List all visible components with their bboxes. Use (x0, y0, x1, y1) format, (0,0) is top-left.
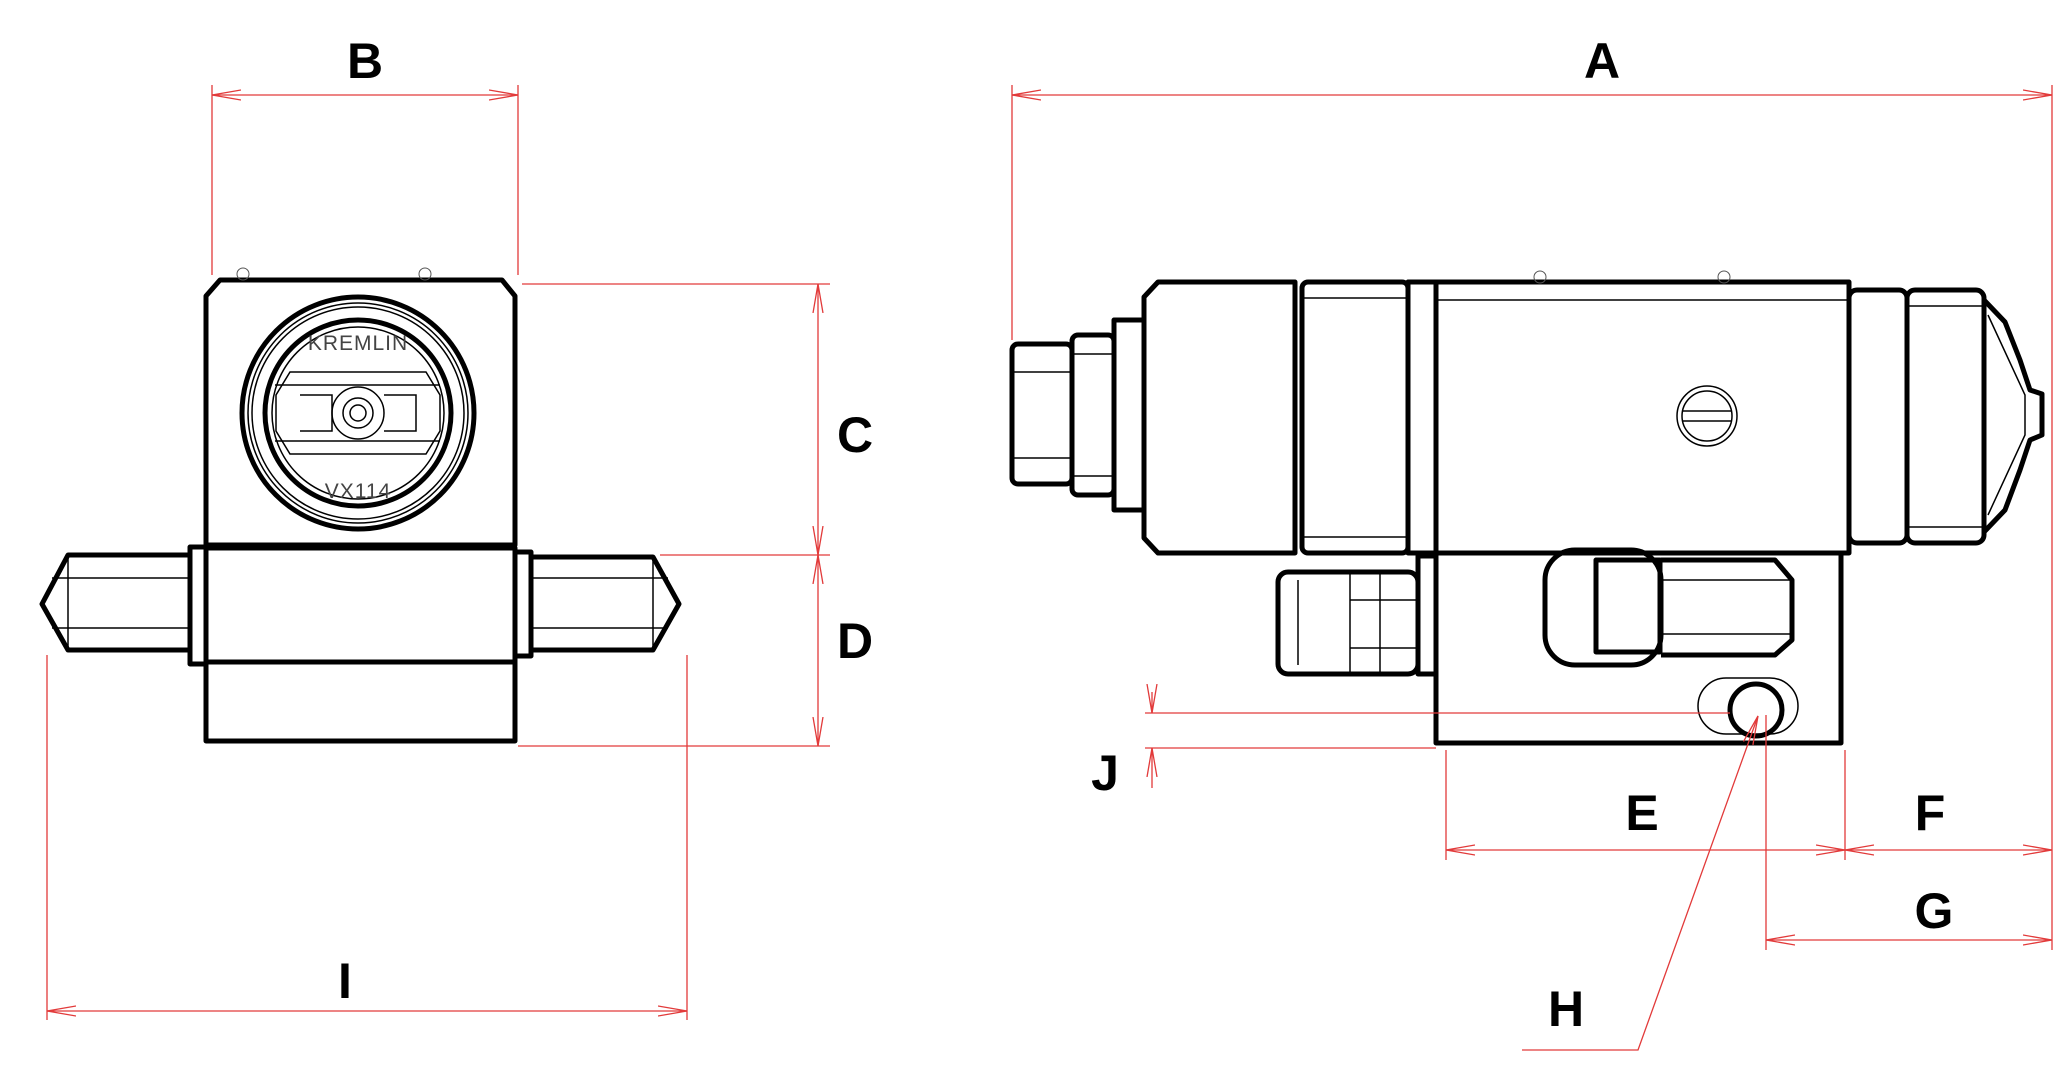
dimension-label-j: J (1091, 745, 1119, 801)
dimension-label-c: C (837, 407, 873, 463)
dimension-label-f: F (1915, 785, 1946, 841)
dimension-label-h: H (1548, 981, 1584, 1037)
dimension-label-e: E (1625, 785, 1658, 841)
dimension-label-d: D (837, 613, 873, 669)
side-view (1009, 270, 2045, 746)
brand-label: KREMLIN (308, 332, 408, 355)
dimension-label-i: I (338, 953, 352, 1009)
front-view: KREMLIN VX114 (39, 267, 682, 744)
dimension-label-b: B (347, 33, 383, 89)
model-label: VX114 (325, 480, 392, 503)
dimension-label-a: A (1584, 33, 1620, 89)
dimension-lines (46, 85, 2053, 1051)
dimension-label-g: G (1915, 883, 1954, 939)
